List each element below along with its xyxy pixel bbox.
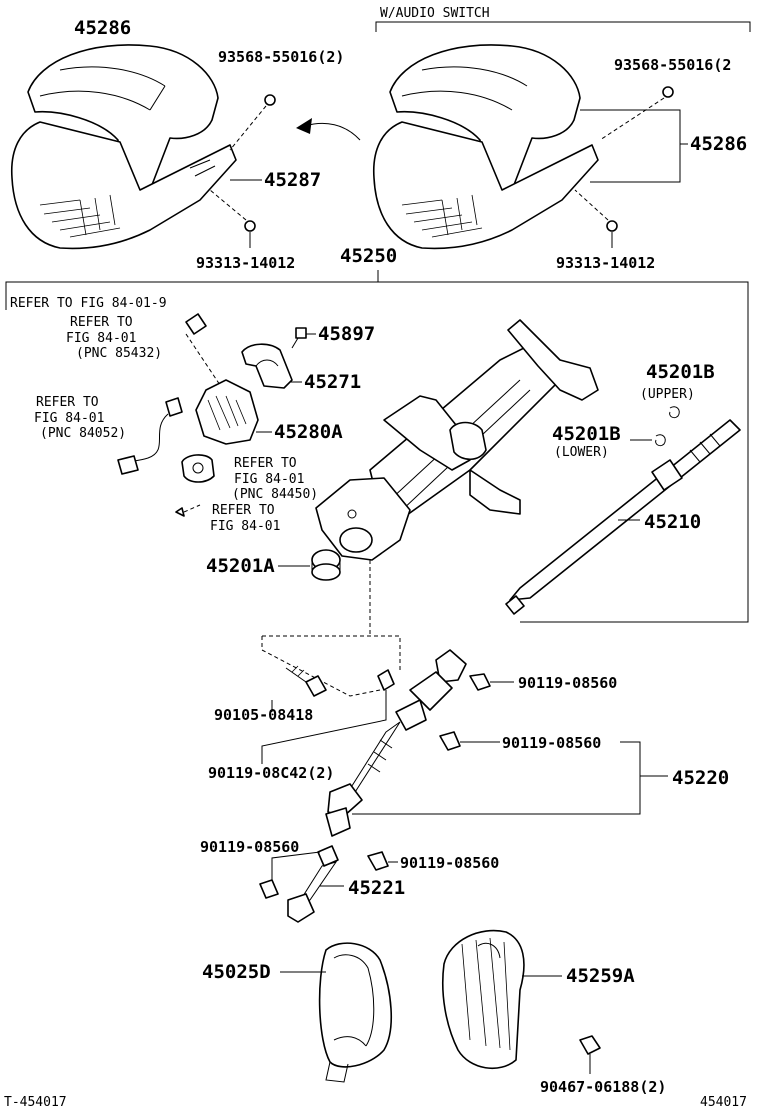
bushing-45201a (311, 549, 341, 581)
part-90105: 90105-08418 (214, 706, 313, 724)
ring-45201b-lower (655, 434, 666, 447)
ref-85432-l1: REFER TO (70, 315, 133, 330)
bolt-90119-a (469, 673, 491, 691)
part-45210: 45210 (644, 511, 701, 533)
right-screw-upper (599, 86, 674, 141)
bolt-90105 (285, 665, 327, 697)
steering-shaft-45210 (505, 419, 741, 615)
ref-85432-l2: FIG 84-01 (66, 331, 136, 346)
sensor-wire-harness (117, 397, 183, 475)
part-45025d: 45025D (202, 961, 271, 983)
variant-label: W/AUDIO SWITCH (380, 6, 490, 21)
ref-84450-l1: REFER TO (234, 456, 297, 471)
bolt-45897 (291, 327, 307, 349)
steering-column-45250 (315, 319, 599, 561)
ref-fig-l1: REFER TO (212, 503, 275, 518)
part-45201b-upper: 45201B (646, 361, 715, 383)
part-45271: 45271 (304, 371, 361, 393)
left-screw-upper (229, 94, 276, 151)
ref-fig-l2: FIG 84-01 (210, 519, 280, 534)
right-upper-cover (389, 44, 581, 197)
sensor-connector (185, 313, 221, 386)
sensor-screw (175, 504, 201, 517)
part-45201b-lower: 45201B (552, 423, 621, 445)
part-45280a: 45280A (274, 421, 343, 443)
left-lower-cover (10, 121, 237, 250)
boot-45259a (441, 929, 525, 1069)
ref-84052-l2: FIG 84-01 (34, 411, 104, 426)
part-45286-right: 45286 (690, 133, 747, 155)
part-45287: 45287 (264, 169, 321, 191)
bolt-90119-b (439, 731, 461, 751)
ring-45201b-upper (669, 406, 680, 419)
left-screw-lower (209, 189, 256, 248)
sensor-clock-spring (181, 454, 215, 483)
right-lower-cover (372, 121, 599, 250)
lower-shaft-45221 (287, 845, 339, 923)
part-45259a: 45259A (566, 965, 635, 987)
upper-label: (UPPER) (640, 387, 695, 402)
bolt-90119-d (367, 851, 389, 871)
left-upper-cover (27, 44, 219, 197)
intermediate-shaft-45220 (325, 649, 467, 837)
part-93568-right: 93568-55016(2 (614, 56, 731, 74)
switch-housing-45280a (195, 379, 259, 445)
direction-arrow (296, 118, 361, 141)
part-45250: 45250 (340, 245, 397, 267)
bolt-90119-c (259, 879, 279, 899)
footer-right-code: 454017 (700, 1095, 747, 1110)
ref-fig-84-01-9: REFER TO FIG 84-01-9 (10, 296, 167, 311)
part-93568-left: 93568-55016(2) (218, 48, 344, 66)
part-45286-left: 45286 (74, 17, 131, 39)
variant-bracket (375, 21, 751, 32)
part-45897: 45897 (318, 323, 375, 345)
part-93313-right: 93313-14012 (556, 254, 655, 272)
nut-90119-c42 (377, 669, 395, 691)
part-45201a: 45201A (206, 555, 275, 577)
part-90467: 90467-06188(2) (540, 1078, 666, 1096)
ref-85432-l3: (PNC 85432) (76, 346, 162, 361)
part-93313-left: 93313-14012 (196, 254, 295, 272)
footer-left-code: T-454017 (4, 1095, 67, 1110)
lower-label: (LOWER) (554, 445, 609, 460)
part-90119-b: 90119-08560 (502, 734, 601, 752)
ref-84450-l2: FIG 84-01 (234, 472, 304, 487)
part-90119-d: 90119-08560 (400, 854, 499, 872)
bracket-45271 (241, 343, 293, 389)
part-45220: 45220 (672, 767, 729, 789)
ref-84052-l1: REFER TO (36, 395, 99, 410)
part-90119-c: 90119-08560 (200, 838, 299, 856)
ref-84052-l3: (PNC 84052) (40, 426, 126, 441)
boot-45025d (318, 942, 393, 1083)
right-screw-lower (574, 189, 618, 248)
ref-84450-l3: (PNC 84450) (232, 487, 318, 502)
clip-90467 (579, 1035, 601, 1074)
part-90119-c42: 90119-08C42(2) (208, 764, 334, 782)
part-90119-a: 90119-08560 (518, 674, 617, 692)
part-45221: 45221 (348, 877, 405, 899)
